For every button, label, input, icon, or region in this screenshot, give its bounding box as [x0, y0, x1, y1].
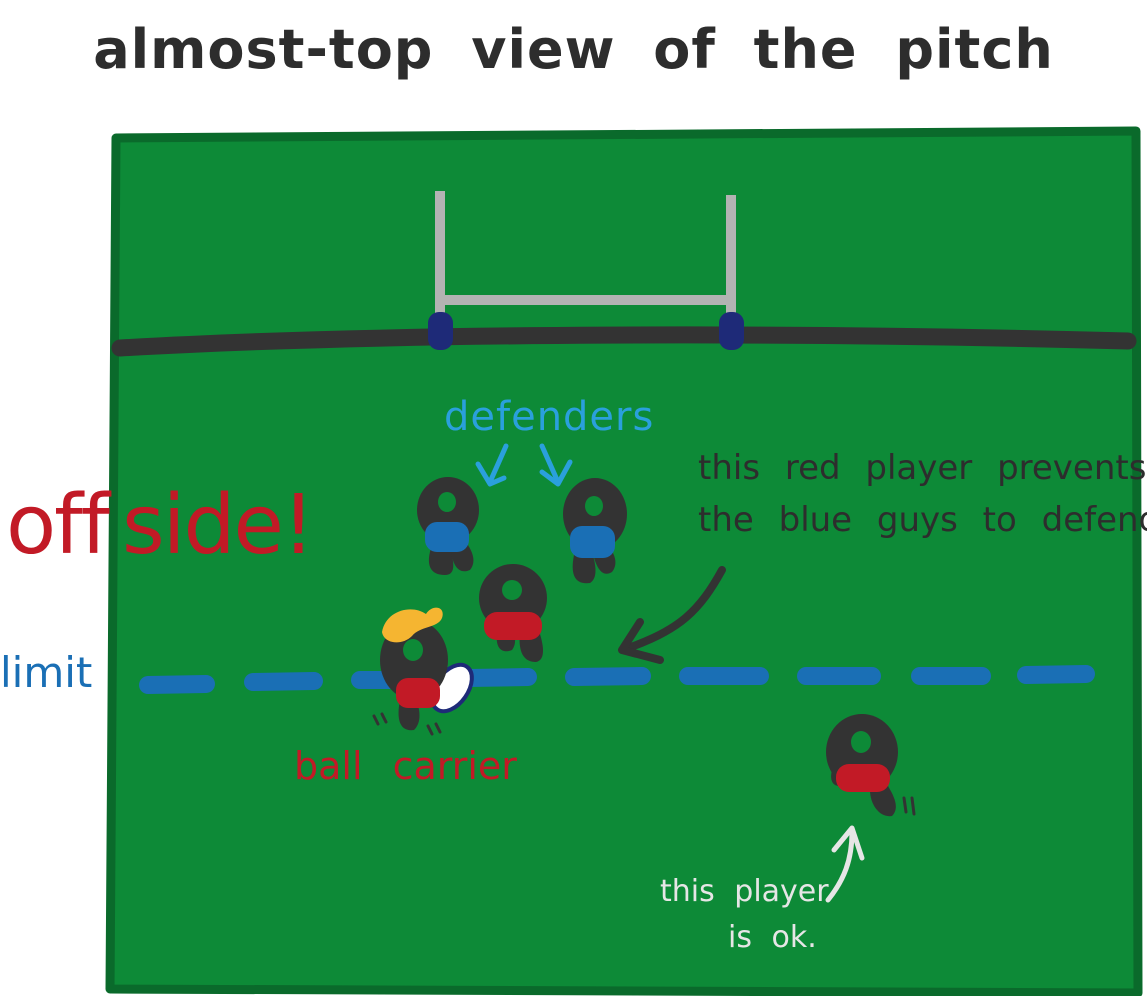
ball-carrier-label: ball carrier — [294, 744, 517, 788]
defender-player-1 — [417, 477, 479, 575]
defenders-label: defenders — [444, 394, 655, 440]
onside-player — [826, 714, 916, 817]
defender-player-2 — [563, 478, 627, 584]
prevents-label-line2: the blue guys to defend — [698, 500, 1147, 540]
red-player-obstructing — [479, 564, 547, 662]
offside-limit-line — [139, 665, 1095, 694]
post-pad-left — [428, 312, 453, 350]
post-pad-right — [719, 312, 744, 350]
ball-carrier-player — [372, 607, 474, 736]
ok-label-line1: this player — [660, 874, 829, 909]
offside-label-part1: off — [6, 478, 110, 573]
curved-arrow-icon — [618, 566, 726, 664]
ok-label-line2: is ok. — [728, 920, 817, 955]
defender-arrow-icon — [475, 443, 573, 487]
limit-label: limit — [0, 648, 93, 697]
page-title: almost-top view of the pitch — [93, 18, 1054, 81]
ok-player-arrow-icon — [825, 825, 865, 903]
offside-label-part2: side! — [122, 478, 315, 573]
prevents-label-line1: this red player prevents — [698, 448, 1147, 488]
try-line — [111, 326, 1137, 357]
goalposts — [435, 191, 736, 323]
